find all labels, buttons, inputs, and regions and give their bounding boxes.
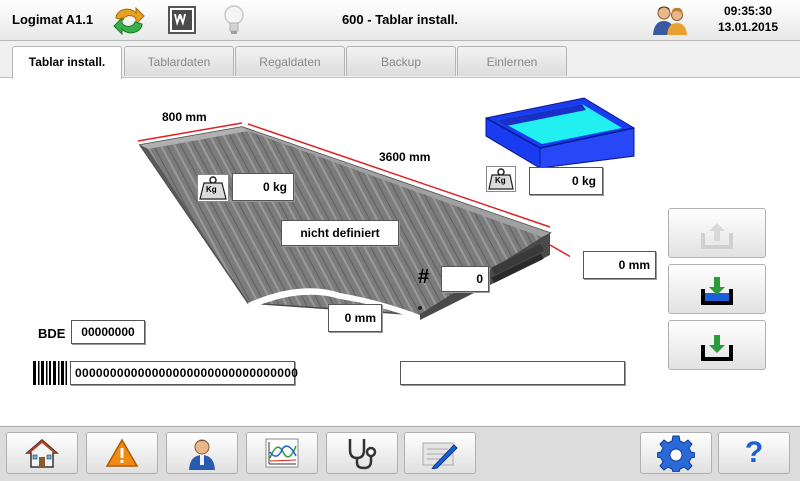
container-weight-icon <box>486 166 516 192</box>
clock-time: 09:35:30 <box>723 4 773 18</box>
home-icon <box>25 439 59 468</box>
lightbulb-icon[interactable] <box>220 3 248 37</box>
tray-length-label: 3600 mm <box>379 150 431 164</box>
tab-tablar-install[interactable]: Tablar install. <box>12 46 122 79</box>
refresh-icon[interactable] <box>112 5 146 37</box>
number-symbol: # <box>418 266 430 288</box>
tray-down-button[interactable] <box>668 320 766 370</box>
clock-date: 13.01.2015 <box>717 20 779 34</box>
tray-weight-field[interactable]: 0 kg <box>232 173 294 201</box>
weight-icon-text: Kg <box>206 185 217 194</box>
help-icon: ? <box>744 436 764 469</box>
user-button[interactable] <box>166 432 238 474</box>
workbook-icon[interactable] <box>168 6 196 34</box>
settings-edit-button[interactable] <box>404 432 476 474</box>
tray-width-label: 800 mm <box>162 110 207 124</box>
tab-tablardaten[interactable]: Tablardaten <box>124 46 234 76</box>
tray-up-icon <box>701 223 733 249</box>
tray-height-field[interactable]: 0 mm <box>583 251 656 279</box>
tray-store-icon <box>701 277 733 305</box>
container-illustration <box>484 96 636 169</box>
settings-button[interactable] <box>640 432 712 474</box>
bde-field[interactable]: 00000000 <box>71 320 145 344</box>
container-weight-field[interactable]: 0 kg <box>529 167 603 195</box>
page-title: 600 - Tablar install. <box>341 12 459 27</box>
weight-icon <box>197 174 229 202</box>
barcode-text-field[interactable] <box>400 361 625 385</box>
help-button[interactable]: ? <box>718 432 790 474</box>
tray-down-icon <box>701 335 733 361</box>
tray-number-field[interactable]: 0 <box>441 266 489 292</box>
diagnostics-button[interactable] <box>326 432 398 474</box>
tray-status-field[interactable]: nicht definiert <box>281 220 399 246</box>
user-icon <box>189 439 215 470</box>
users-icon[interactable] <box>652 3 688 37</box>
chart-icon <box>265 438 299 468</box>
tray-up-button[interactable] <box>668 208 766 258</box>
tab-regaldaten[interactable]: Regaldaten <box>235 46 345 76</box>
gear-icon <box>657 435 695 472</box>
tab-einlernen[interactable]: Einlernen <box>457 46 567 76</box>
warning-icon <box>105 438 139 467</box>
chart-button[interactable] <box>246 432 318 474</box>
settings-edit-icon <box>422 442 458 469</box>
bde-label: BDE <box>38 326 66 341</box>
stethoscope-icon <box>348 439 377 470</box>
home-button[interactable] <box>6 432 78 474</box>
tab-backup[interactable]: Backup <box>346 46 456 76</box>
barcode-field[interactable]: 00000000000000000000000000000000 <box>70 361 298 385</box>
container-weight-icon-text: Kg <box>495 176 506 185</box>
warning-button[interactable] <box>86 432 158 474</box>
app-title: Logimat A1.1 <box>12 12 94 27</box>
tray-offset-field[interactable]: 0 mm <box>328 304 382 332</box>
tray-store-button[interactable] <box>668 264 766 314</box>
barcode-icon <box>32 360 68 386</box>
header-bar <box>0 0 800 41</box>
